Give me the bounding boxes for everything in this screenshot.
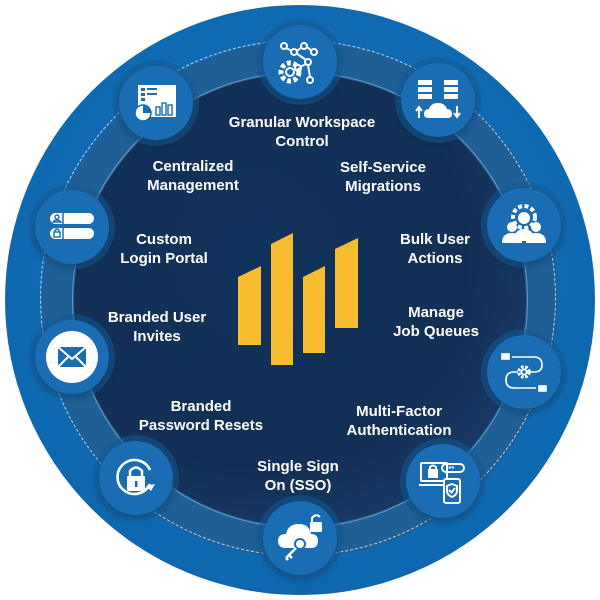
users-gear-icon — [502, 204, 546, 243]
label-line: Login Portal — [120, 250, 208, 267]
cloud-key-lock-icon — [278, 514, 322, 561]
label-line: Self-Service — [340, 159, 426, 176]
label-line: Migrations — [345, 178, 421, 195]
label-granular-workspace-control: Granular Workspace Control — [229, 113, 375, 151]
label-custom-login-portal: Custom Login Portal — [120, 230, 208, 268]
label-bulk-user-actions: Bulk User Actions — [400, 230, 470, 268]
label-single-sign-on: Single Sign On (SSO) — [257, 457, 339, 495]
label-line: Branded User — [107, 309, 207, 326]
label-line: Manage — [408, 304, 464, 321]
label-line: Multi-Factor — [356, 403, 442, 420]
label-line: Bulk User — [399, 231, 471, 248]
svg-text:***: *** — [446, 466, 454, 473]
label-manage-job-queues: Manage Job Queues — [393, 303, 479, 341]
workflow-gear-icon — [501, 353, 547, 392]
label-line: Control — [275, 133, 329, 150]
servers-cloud-transfer-icon — [415, 80, 461, 119]
node-custom-login-portal[interactable] — [35, 190, 109, 264]
label-line: Centralized — [152, 158, 234, 175]
label-branded-user-invites: Branded User Invites — [108, 308, 206, 346]
node-self-service-migrations[interactable] — [401, 63, 475, 137]
dashboard-charts-icon — [134, 85, 176, 122]
gear-network-icon — [278, 42, 318, 84]
label-line: Management — [147, 177, 239, 194]
login-form-icon — [50, 213, 94, 239]
label-line: Authentication — [346, 422, 452, 439]
label-centralized-management: Centralized Management — [147, 157, 239, 195]
label-line: Single Sign — [257, 458, 339, 475]
node-branded-user-invites[interactable] — [35, 320, 109, 394]
label-line: On (SSO) — [264, 477, 332, 494]
node-centralized-management[interactable] — [119, 66, 193, 140]
node-bulk-user-actions[interactable] — [487, 188, 561, 262]
lock-refresh-icon — [116, 458, 155, 496]
label-line: Custom — [136, 231, 192, 248]
node-manage-job-queues[interactable] — [487, 335, 561, 409]
label-line: Invites — [133, 328, 181, 345]
label-line: Job Queues — [393, 323, 479, 340]
node-granular-workspace-control[interactable] — [263, 25, 337, 99]
node-branded-password-resets[interactable] — [99, 441, 173, 515]
envelope-icon — [46, 331, 98, 383]
label-line: Actions — [407, 250, 463, 267]
node-single-sign-on[interactable] — [263, 501, 337, 575]
label-self-service-migrations: Self-Service Migrations — [340, 158, 426, 196]
label-line: Password Resets — [138, 417, 264, 434]
label-branded-password-resets: Branded Password Resets — [139, 397, 263, 435]
label-line: Granular Workspace — [228, 114, 376, 131]
node-multi-factor-authentication[interactable]: *** — [406, 444, 480, 518]
label-multi-factor-authentication: Multi-Factor Authentication — [347, 402, 452, 440]
label-line: Branded — [170, 398, 232, 415]
laptop-phone-shield-icon: *** — [419, 462, 465, 504]
